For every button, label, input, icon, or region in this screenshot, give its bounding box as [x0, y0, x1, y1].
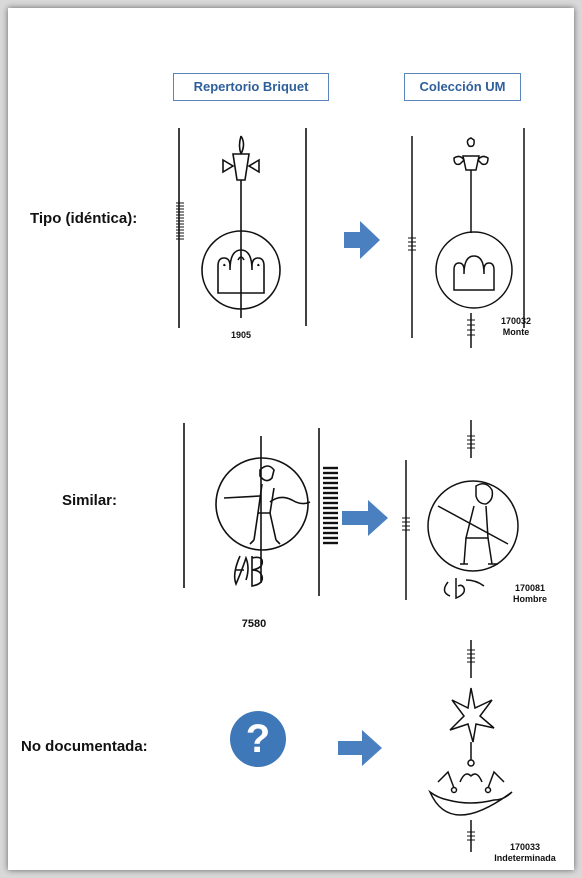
um-watermark-mountain	[408, 128, 525, 348]
row-label-tipo: Tipo (idéntica):	[30, 210, 138, 227]
briquet-number-7580: 7580	[241, 618, 267, 630]
row-label-similar: Similar:	[62, 492, 118, 509]
um-watermark-star-crown	[428, 640, 513, 852]
briquet-watermark-man	[183, 423, 338, 596]
um-number-170032: 170032	[500, 316, 532, 326]
um-name-monte: Monte	[502, 327, 530, 337]
header-repertorio-briquet: Repertorio Briquet	[173, 73, 329, 101]
um-name-hombre: Hombre	[512, 594, 547, 604]
um-name-indeterminada: Indeterminada	[494, 853, 556, 863]
arrow-right-icon	[344, 221, 380, 259]
um-number-170081: 170081	[514, 583, 546, 593]
arrow-right-icon	[342, 500, 388, 536]
question-mark-symbol: ?	[245, 717, 271, 761]
row-label-no-documentada: No documentada:	[21, 738, 148, 755]
briquet-watermark-mountain	[176, 128, 307, 328]
um-number-170033: 170033	[509, 842, 541, 852]
question-mark-icon: ?	[230, 711, 286, 767]
header-coleccion-um: Colección UM	[404, 73, 521, 101]
briquet-number-1905: 1905	[230, 330, 252, 340]
arrow-right-icon	[338, 730, 382, 766]
um-watermark-man	[402, 420, 519, 600]
page-sheet: Repertorio Briquet Colección UM Tipo (id…	[8, 8, 574, 870]
